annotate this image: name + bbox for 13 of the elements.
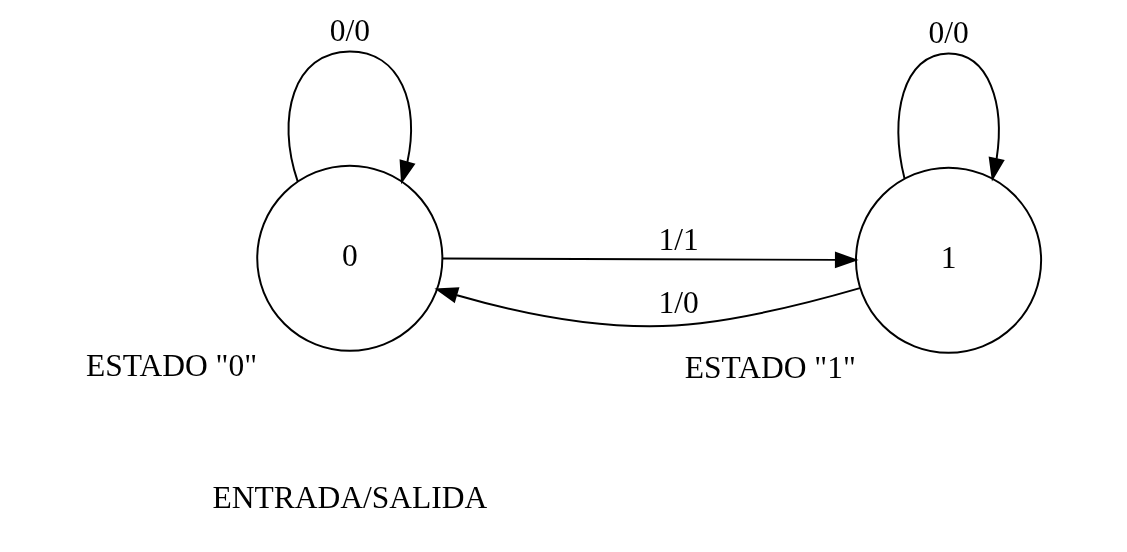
- arrow: [897, 52, 1005, 182]
- arrow: [287, 50, 416, 185]
- edge-label: 0/0: [928, 15, 969, 51]
- arrow: [434, 287, 861, 328]
- edge-label: 1/1: [658, 222, 699, 257]
- edge-label: 1/0: [658, 285, 699, 321]
- node-circle: 1: [855, 166, 1043, 354]
- node-circle: 0: [256, 164, 444, 352]
- edge-label: 0/0: [329, 13, 370, 49]
- node-label: ESTADO "1": [684, 350, 856, 386]
- arrow: [441, 251, 859, 269]
- label: ENTRADA/SALIDA: [212, 480, 488, 516]
- node-label: ESTADO "0": [86, 348, 258, 384]
